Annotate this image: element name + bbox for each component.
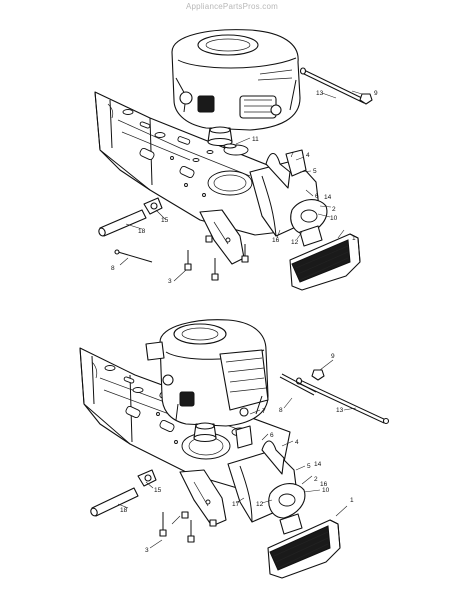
callout-upper-2: 2 (332, 206, 336, 213)
callout-upper-15: 15 (161, 217, 169, 224)
upper-assembly-view (94, 29, 373, 291)
watermark-text: AppliancePartsPros.com (186, 2, 278, 11)
callout-lower-18: 18 (120, 507, 128, 514)
callout-lower-1: 1 (350, 497, 354, 504)
upper-frame (94, 91, 301, 265)
callout-lower-9: 9 (331, 353, 335, 360)
callout-lower-15: 15 (154, 487, 162, 494)
callout-upper-9: 9 (374, 90, 378, 97)
lower-leader-lines (117, 359, 357, 549)
callout-upper-6: 6 (315, 193, 319, 200)
callout-lower-12: 12 (256, 501, 264, 508)
callout-lower-8: 8 (279, 407, 283, 414)
callout-upper-8: 8 (111, 265, 115, 272)
upper-hardware (98, 67, 373, 281)
lower-exhaust-group (227, 425, 341, 579)
callout-lower-2: 2 (314, 476, 318, 483)
callout-upper-5: 5 (313, 168, 317, 175)
lower-hardware (90, 369, 390, 543)
upper-engine (171, 29, 301, 147)
callout-upper-18: 18 (138, 228, 146, 235)
callout-upper-4: 4 (306, 152, 310, 159)
callout-upper-11: 11 (252, 136, 259, 143)
callout-upper-12: 12 (291, 239, 299, 246)
callout-lower-17: 17 (232, 501, 240, 508)
callout-lower-7: 7 (262, 408, 266, 415)
callout-upper-13: 13 (316, 90, 324, 97)
callout-lower-3: 3 (145, 547, 149, 554)
callout-upper-7: 7 (290, 152, 294, 159)
upper-exhaust-group (249, 149, 361, 291)
callout-lower-4: 4 (295, 439, 299, 446)
lower-engine (145, 319, 269, 443)
callout-lower-14: 14 (314, 461, 322, 468)
callout-upper-3: 3 (168, 278, 172, 285)
callout-lower-10: 10 (322, 487, 330, 494)
callout-lower-6: 6 (270, 432, 274, 439)
callout-upper-10: 10 (330, 215, 338, 222)
callout-upper-16: 16 (272, 237, 280, 244)
callout-lower-5: 5 (307, 463, 311, 470)
lower-assembly-view (79, 319, 390, 579)
upper-leader-lines (119, 90, 363, 282)
callout-upper-14: 14 (324, 194, 332, 201)
callout-upper-1: 1 (352, 235, 356, 242)
callout-lower-13: 13 (336, 407, 344, 414)
callout-lower-16: 16 (320, 481, 328, 488)
